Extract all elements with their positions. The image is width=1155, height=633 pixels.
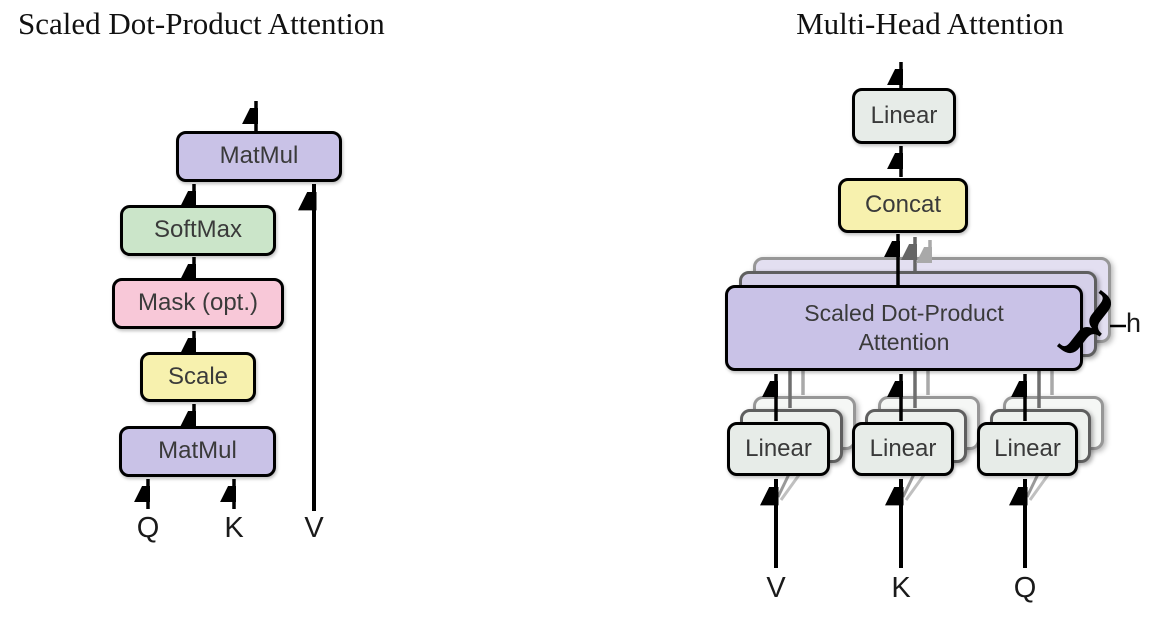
node-concat: Concat — [838, 178, 968, 233]
node-scale-label: Scale — [167, 362, 229, 390]
node-linear-out: Linear — [852, 88, 956, 144]
node-linear-k: Linear — [852, 422, 954, 476]
input-label-v-left: V — [304, 512, 324, 544]
node-matmul-bottom: MatMul — [119, 426, 276, 477]
left-diagram-title: Scaled Dot-Product Attention — [18, 6, 385, 41]
node-linear-v-label: Linear — [745, 434, 812, 462]
node-mask-label: Mask (opt.) — [137, 289, 259, 317]
node-softmax: SoftMax — [120, 205, 276, 256]
input-label-v-right: V — [766, 572, 786, 604]
input-label-k-right: K — [891, 572, 911, 604]
node-scale: Scale — [140, 352, 256, 402]
node-mask: Mask (opt.) — [112, 278, 284, 329]
head-count-label: h — [1126, 308, 1142, 338]
node-matmul-top: MatMul — [176, 131, 342, 182]
input-label-k-left: K — [224, 512, 244, 544]
node-sdpa-label: Scaled Dot-Product Attention — [804, 300, 1004, 355]
node-linear-out-label: Linear — [870, 101, 938, 129]
node-sdpa: Scaled Dot-Product Attention — [725, 285, 1083, 371]
node-matmul-top-label: MatMul — [219, 142, 299, 170]
right-diagram-title: Multi-Head Attention — [796, 6, 1064, 41]
input-label-q-left: Q — [136, 512, 160, 544]
node-linear-v: Linear — [727, 422, 830, 476]
node-linear-q-label: Linear — [994, 434, 1061, 462]
node-linear-k-label: Linear — [869, 434, 937, 462]
node-softmax-label: SoftMax — [153, 216, 243, 244]
node-concat-label: Concat — [864, 191, 942, 219]
node-linear-q: Linear — [977, 422, 1078, 476]
input-label-q-right: Q — [1013, 572, 1037, 604]
node-matmul-bottom-label: MatMul — [158, 437, 237, 465]
